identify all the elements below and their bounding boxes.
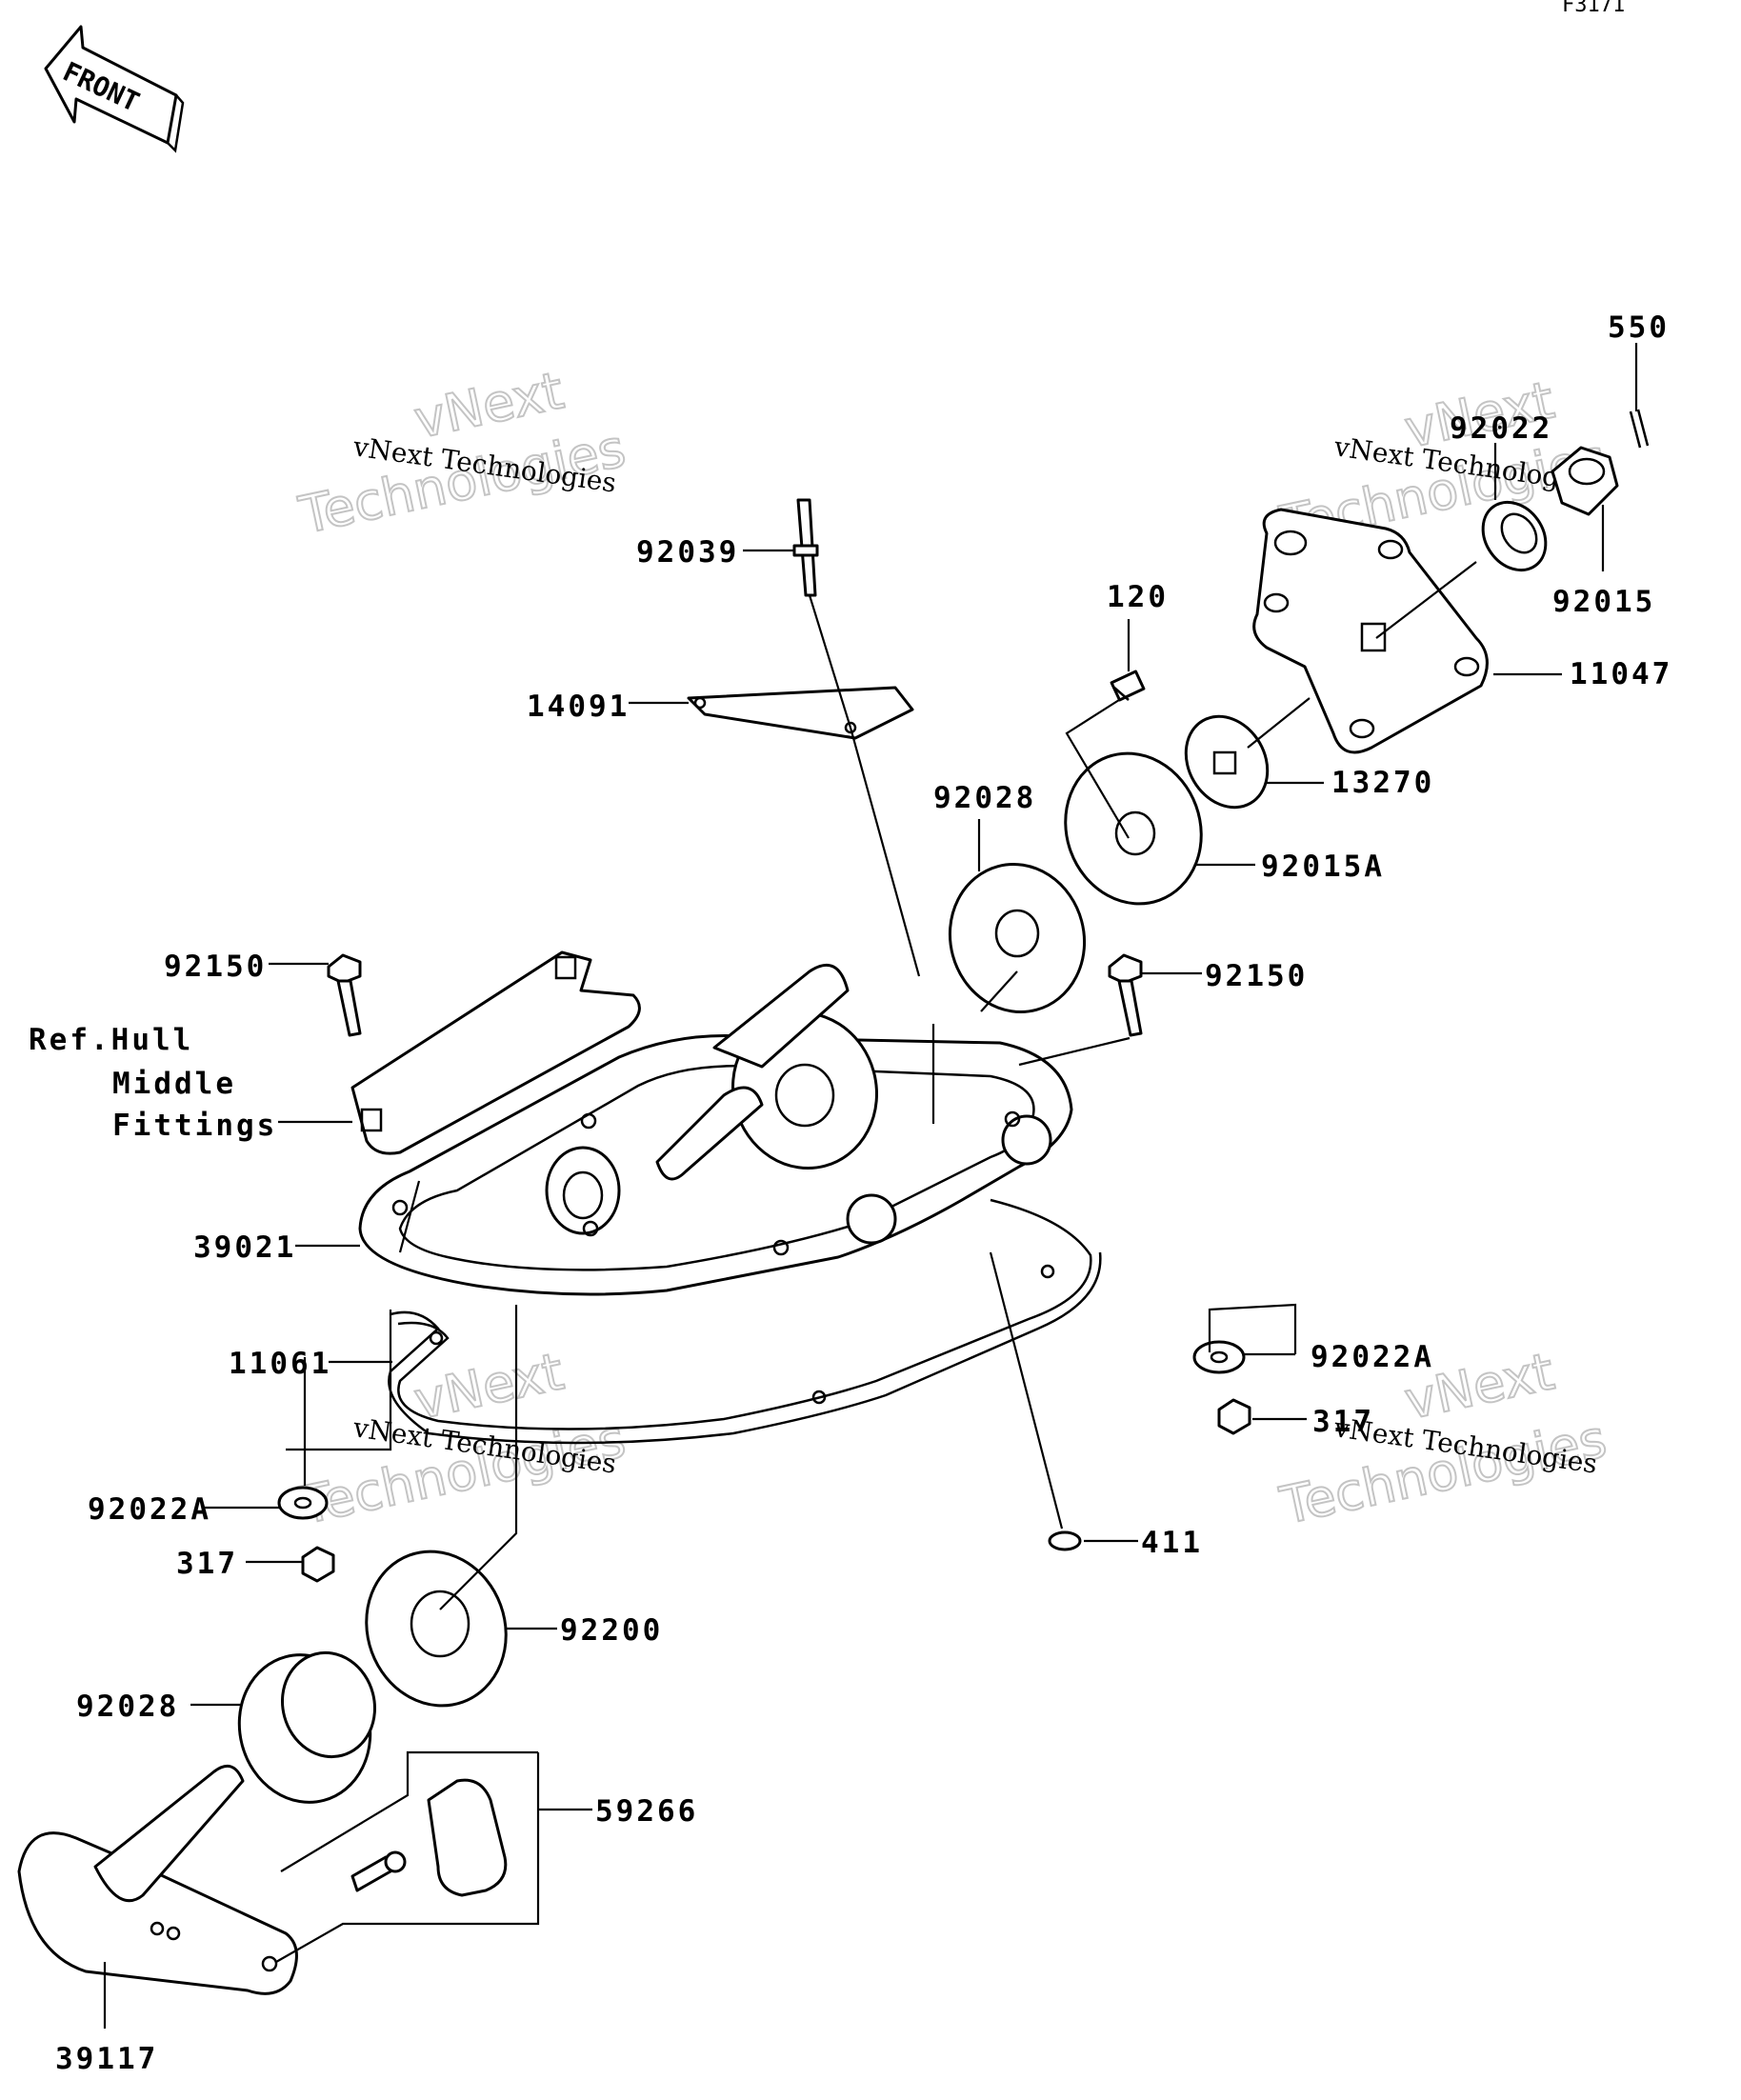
washer-92022A-right[interactable]: [1192, 1340, 1246, 1374]
nut-317-right[interactable]: [1217, 1398, 1251, 1435]
label-411[interactable]: 411: [1141, 1526, 1203, 1560]
cotter-pin-550[interactable]: [1629, 409, 1650, 449]
bolt-92150-left[interactable]: [327, 953, 362, 1037]
ref-note-line3: Fittings: [112, 1109, 277, 1143]
label-92150-left[interactable]: 92150: [164, 950, 267, 984]
label-59266[interactable]: 59266: [595, 1794, 698, 1829]
label-92015[interactable]: 92015: [1552, 585, 1655, 619]
washer-92200[interactable]: [345, 1531, 527, 1725]
steering-arm-39117[interactable]: [17, 1764, 298, 1995]
castle-nut-92015[interactable]: [1551, 446, 1619, 516]
plate-13270[interactable]: [1170, 702, 1283, 823]
label-39117[interactable]: 39117: [55, 2042, 158, 2076]
ref-note-line2: Middle: [112, 1067, 236, 1101]
label-92015A[interactable]: 92015A: [1261, 850, 1385, 884]
hull-fitting-bracket[interactable]: [350, 950, 641, 1155]
label-14091[interactable]: 14091: [527, 690, 630, 724]
bolt-92150-right[interactable]: [1108, 953, 1143, 1037]
label-92028-bottom[interactable]: 92028: [76, 1690, 179, 1724]
kit-59266[interactable]: [350, 1778, 508, 1897]
washer-92022A-left[interactable]: [277, 1486, 329, 1520]
grommet-92028-top[interactable]: [933, 850, 1101, 1028]
label-92200[interactable]: 92200: [560, 1613, 663, 1648]
watermark-top-left: vNext Technologies vNext Technologies: [293, 359, 631, 547]
ref-note-line1: Ref.Hull: [29, 1023, 193, 1057]
label-39021[interactable]: 39021: [193, 1230, 296, 1265]
screw-120[interactable]: [1110, 670, 1146, 702]
grommet-92028-bottom[interactable]: [223, 1640, 387, 1817]
label-92022A-right[interactable]: 92022A: [1311, 1340, 1434, 1374]
label-13270[interactable]: 13270: [1331, 766, 1434, 800]
label-11047[interactable]: 11047: [1570, 657, 1672, 691]
label-92028-top[interactable]: 92028: [933, 781, 1036, 815]
part-labels: 550 92022 92015 11047 120 13270 92039 14…: [29, 310, 1672, 2076]
label-11061[interactable]: 11061: [229, 1347, 331, 1381]
label-120[interactable]: 120: [1107, 580, 1169, 614]
figure-code: F3171: [1562, 0, 1625, 17]
label-550[interactable]: 550: [1608, 310, 1670, 345]
label-92039[interactable]: 92039: [636, 535, 739, 570]
label-317-left[interactable]: 317: [176, 1547, 238, 1581]
label-92150-right[interactable]: 92150: [1205, 959, 1308, 993]
leader-lines: [103, 343, 1638, 2029]
front-arrow-icon: FRONT: [44, 25, 185, 153]
watermark-text-g: vNext: [410, 1341, 569, 1430]
cover-plate-14091[interactable]: [687, 686, 914, 740]
nut-317-left[interactable]: [301, 1546, 335, 1583]
bracket-11047[interactable]: [1252, 508, 1489, 754]
pump-housing-39021[interactable]: [358, 963, 1073, 1296]
washer-411[interactable]: [1048, 1530, 1082, 1551]
bushing-92015A[interactable]: [1045, 734, 1222, 923]
pin-92039[interactable]: [792, 498, 819, 597]
label-92022[interactable]: 92022: [1450, 411, 1552, 446]
watermark-bottom-left: vNext Technologies vNext Technologies: [293, 1340, 631, 1537]
label-317-right[interactable]: 317: [1312, 1405, 1374, 1439]
label-92022A-left[interactable]: 92022A: [88, 1492, 211, 1527]
washer-92022[interactable]: [1471, 490, 1559, 583]
